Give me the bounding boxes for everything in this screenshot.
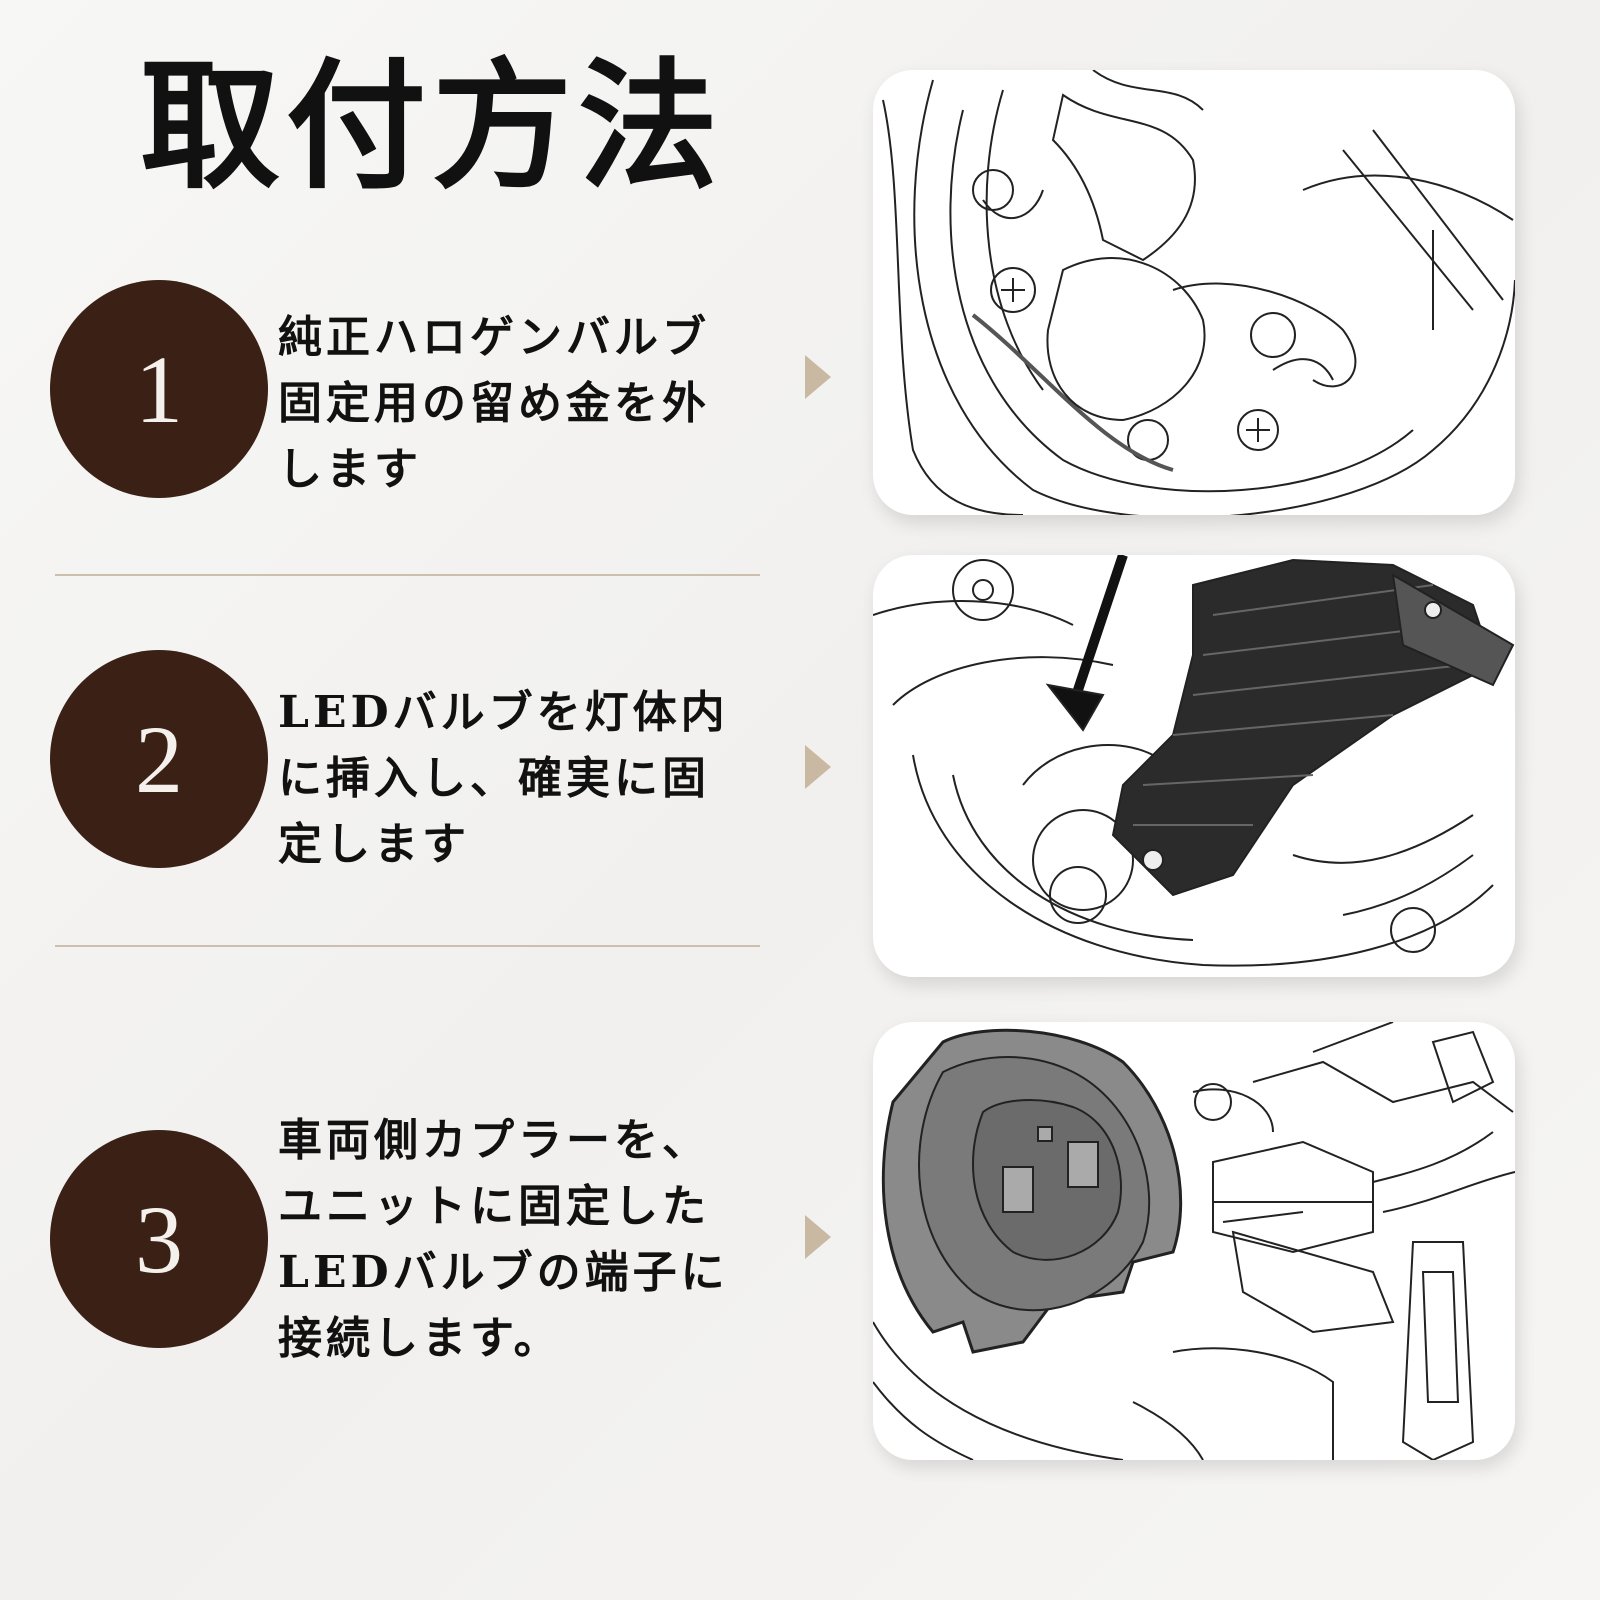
divider (55, 574, 760, 576)
step-instruction-text: LEDバルブを灯体内 に挿入し、確実に固 定します (278, 687, 729, 870)
pointer-arrow-icon (805, 1215, 831, 1259)
coupler-connect-illustration (873, 1022, 1515, 1460)
divider (55, 945, 760, 947)
pointer-arrow-icon (805, 745, 831, 789)
bulb-clip-illustration (873, 70, 1515, 515)
step-number-badge: 3 (50, 1130, 268, 1348)
led-insert-illustration (873, 555, 1515, 977)
page-title: 取付方法 (140, 46, 725, 209)
step-number-badge: 1 (50, 280, 268, 498)
pointer-arrow-icon (805, 355, 831, 399)
step-instruction-text: 純正ハロゲンバルブ 固定用の留め金を外 します (278, 312, 710, 495)
step-instruction-text: 車両側カプラーを、 ユニットに固定した LEDバルブの端子に 接続します。 (278, 1115, 729, 1364)
step-number-badge: 2 (50, 650, 268, 868)
